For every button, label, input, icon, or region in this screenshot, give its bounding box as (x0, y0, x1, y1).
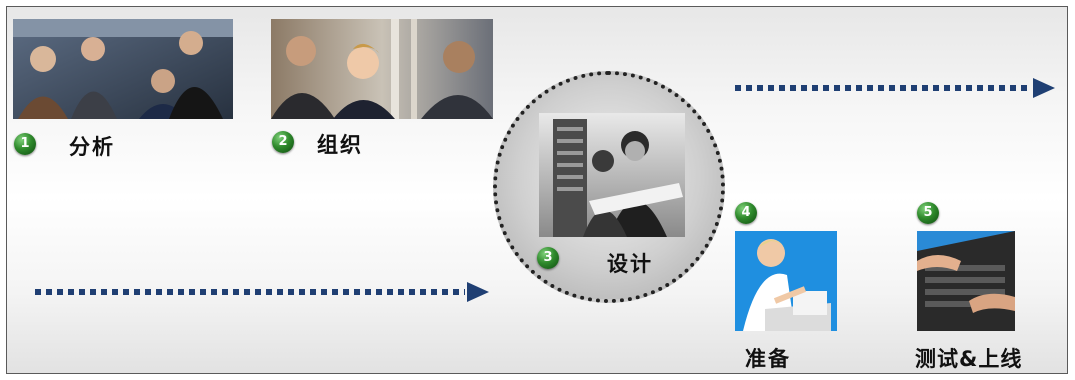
step-2-badge: 2 (272, 131, 294, 153)
step-3-badge: 3 (537, 247, 559, 269)
step-1-label: 分析 (69, 135, 115, 159)
step-1-badge: 1 (14, 133, 36, 155)
process-diagram: 1 分析 2 组织 (6, 6, 1068, 374)
step-2-photo (271, 19, 493, 119)
step-1-photo (13, 19, 233, 119)
upper-right-arrow (733, 77, 1055, 99)
highlight-circle (493, 71, 725, 303)
step-5-badge: 5 (917, 202, 939, 224)
lower-left-arrow (33, 281, 489, 303)
step-5-photo (917, 231, 1015, 331)
step-2-label: 组织 (317, 133, 363, 157)
step-3-label: 设计 (607, 252, 653, 276)
step-4-label: 准备 (745, 347, 791, 371)
step-4-photo (735, 231, 837, 331)
step-4-badge: 4 (735, 202, 757, 224)
step-3-photo (539, 113, 685, 237)
step-5-label: 测试&上线 (915, 347, 1023, 371)
